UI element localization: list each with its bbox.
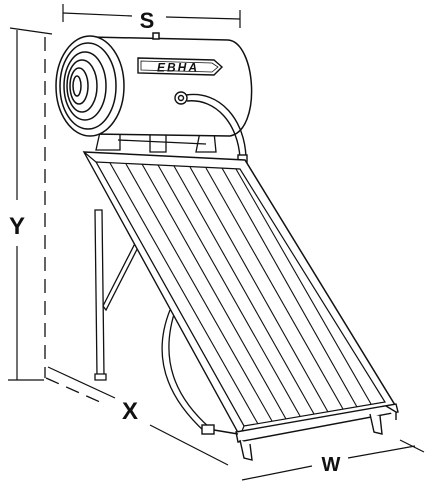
storage-tank (55, 32, 253, 137)
tank-outlet (174, 91, 188, 105)
reference-dashes (44, 37, 101, 403)
brand-logo: EBHA (157, 61, 199, 75)
collector-panel (82, 151, 397, 438)
dimension-x-label: X (122, 398, 138, 425)
dimension-x (47, 366, 229, 466)
return-pipe (161, 307, 211, 433)
dimension-w (241, 439, 425, 481)
dimension-w-label: W (322, 454, 341, 476)
dimension-s-label: S (140, 8, 155, 33)
dimension-y-label: Y (9, 213, 25, 240)
absorber-tubes (109, 162, 372, 425)
tank-brackets (95, 131, 217, 153)
dimension-y (8, 27, 53, 381)
panel-base-rail (201, 403, 399, 461)
dimension-s (62, 4, 241, 28)
brand-plate (137, 57, 224, 76)
